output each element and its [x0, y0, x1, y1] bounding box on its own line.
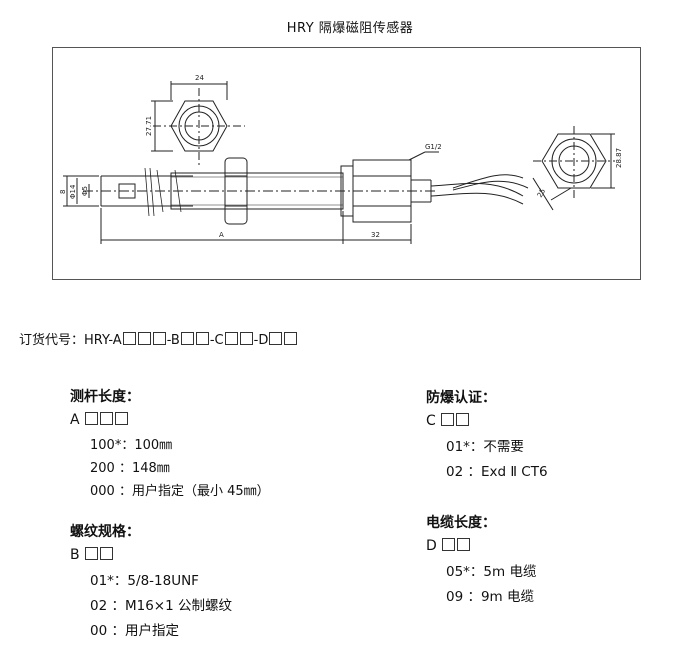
- section-rod-length: 测杆长度： A 100*：100㎜ 200 ：148㎜ 000 ：用户指定（最小…: [70, 386, 270, 503]
- code-letter: B: [70, 547, 80, 563]
- option-item: 000 ：用户指定（最小 45㎜）: [90, 484, 270, 499]
- dim-27-71: 27.71: [145, 116, 153, 136]
- placeholder-box: [441, 413, 455, 426]
- placeholder-box: [284, 332, 298, 345]
- section-code: A: [70, 412, 270, 434]
- order-code-line: 订货代号：HRY-A -B -C -D: [19, 329, 298, 348]
- dim-32: 32: [371, 231, 380, 239]
- placeholder-box: [122, 332, 136, 345]
- option-item: 100*：100㎜: [90, 438, 173, 453]
- code-letter: C: [426, 413, 436, 429]
- order-code-label: 订货代号：: [19, 333, 85, 348]
- dim-8: 8: [59, 190, 67, 194]
- technical-drawing: 24 27.71 G1/2 8 Φ14 Φ5 A 32 28.87 25: [52, 47, 641, 280]
- placeholder-box: [85, 412, 99, 425]
- placeholder-box: [224, 332, 238, 345]
- option-item: 01*：5/8-18UNF: [90, 573, 199, 589]
- option-item: 00 ：用户指定: [90, 623, 179, 639]
- section-heading: 电缆长度：: [426, 515, 496, 531]
- placeholder-box: [457, 538, 471, 551]
- top-hex-outline: [170, 100, 228, 152]
- section-cable-length: 电缆长度： D 05*：5m 电缆 09 ：9m 电缆: [426, 512, 536, 610]
- dim-a: A: [219, 231, 224, 239]
- placeholder-box: [137, 332, 151, 345]
- placeholder-box: [100, 412, 114, 425]
- code-letter: A: [70, 412, 80, 428]
- option-item: 09 ：9m 电缆: [446, 589, 535, 605]
- placeholder-box: [100, 547, 114, 560]
- order-code-seg-c: -C: [209, 333, 224, 348]
- placeholder-box: [456, 413, 470, 426]
- option-item: 02 ：M16×1 公制螺纹: [90, 598, 232, 614]
- section-code: D: [426, 538, 536, 560]
- section-heading: 防爆认证：: [426, 390, 496, 406]
- dim-phi5: Φ5: [81, 186, 89, 196]
- placeholder-box: [239, 332, 253, 345]
- section-code: B: [70, 547, 232, 569]
- order-code-seg-b: -B: [166, 333, 180, 348]
- section-explosion-cert: 防爆认证： C 01*：不需要 02 ：Exd Ⅱ CT6: [426, 387, 548, 485]
- placeholder-box: [152, 332, 166, 345]
- placeholder-box: [442, 538, 456, 551]
- section-thread-spec: 螺纹规格： B 01*：5/8-18UNF 02 ：M16×1 公制螺纹 00 …: [70, 521, 232, 644]
- order-code-seg-d: -D: [253, 333, 269, 348]
- section-heading: 测杆长度：: [70, 389, 140, 405]
- placeholder-box: [180, 332, 194, 345]
- side-hex-outline: [541, 133, 607, 189]
- dim-28-87: 28.87: [615, 148, 623, 168]
- placeholder-box: [269, 332, 283, 345]
- section-code: C: [426, 413, 548, 435]
- option-item: 200 ：148㎜: [90, 461, 170, 476]
- dim-25: 25: [536, 187, 547, 199]
- order-code-prefix: HRY-A: [84, 333, 122, 348]
- option-item: 05*：5m 电缆: [446, 564, 537, 580]
- sensor-drawing-svg: 24 27.71 G1/2 8 Φ14 Φ5 A 32 28.87 25: [59, 74, 623, 244]
- dim-24: 24: [195, 74, 204, 82]
- document-title: HRY 隔爆磁阻传感器: [286, 21, 414, 36]
- code-letter: D: [426, 538, 437, 554]
- placeholder-box: [195, 332, 209, 345]
- section-heading: 螺纹规格：: [70, 524, 140, 540]
- placeholder-box: [85, 547, 99, 560]
- option-item: 01*：不需要: [446, 439, 524, 455]
- placeholder-box: [115, 412, 129, 425]
- option-item: 02 ：Exd Ⅱ CT6: [446, 464, 548, 480]
- dim-phi14: Φ14: [69, 184, 77, 199]
- dim-g12: G1/2: [425, 143, 442, 151]
